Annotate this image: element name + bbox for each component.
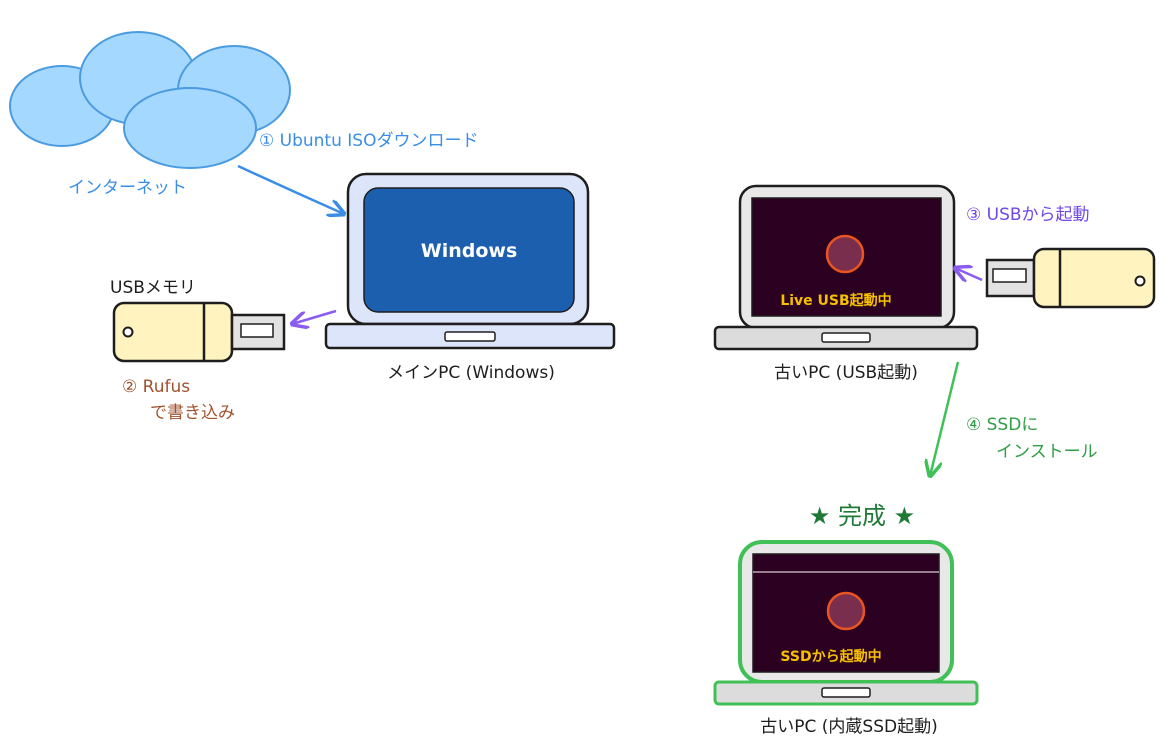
old-pc-usb-caption: 古いPC (USB起動) <box>774 363 918 383</box>
install-arrow <box>930 361 960 476</box>
usb-boot-arrow <box>955 268 983 280</box>
step2-rufus-label: ② Rufus <box>122 377 190 397</box>
internet-label: インターネット <box>68 178 187 198</box>
windows-screen-label: Windows <box>421 240 518 262</box>
old-pc-ssd-caption: 古いPC (内蔵SSD起動) <box>760 717 937 737</box>
ubuntu-logo-installed-icon <box>826 591 866 631</box>
ubuntu-logo-icon <box>825 234 865 274</box>
old-pc-ssd-trackpad <box>821 687 871 698</box>
main-pc-caption: メインPC (Windows) <box>387 363 555 383</box>
main-pc-trackpad <box>444 331 496 342</box>
old-pc-usb-laptop: Live USB起動中 <box>713 184 979 351</box>
usb-stick-right-icon <box>985 247 1156 309</box>
step4-install-label: インストール <box>996 442 1098 462</box>
complete-banner: ★ 完成 ★ <box>809 502 915 530</box>
step2-write-label: で書き込み <box>150 403 235 423</box>
main-pc-laptop: Windows <box>324 172 616 350</box>
download-arrow <box>237 164 344 214</box>
live-usb-screen-label: Live USB起動中 <box>780 292 891 309</box>
usb-stick-label: USBメモリ <box>110 278 196 298</box>
old-pc-ssd-laptop: SSDから起動中 <box>713 540 979 706</box>
usb-stick-icon <box>112 301 286 363</box>
write-usb-arrow <box>292 309 337 324</box>
internet-cloud-icon <box>9 31 291 169</box>
windows-screen <box>363 187 575 313</box>
step1-download-label: ① Ubuntu ISOダウンロード <box>259 131 478 151</box>
step4-ssd-label: ④ SSDに <box>966 415 1038 435</box>
ssd-boot-screen-label: SSDから起動中 <box>780 648 881 665</box>
old-pc-usb-trackpad <box>821 332 871 343</box>
step3-boot-label: ③ USBから起動 <box>966 205 1090 225</box>
